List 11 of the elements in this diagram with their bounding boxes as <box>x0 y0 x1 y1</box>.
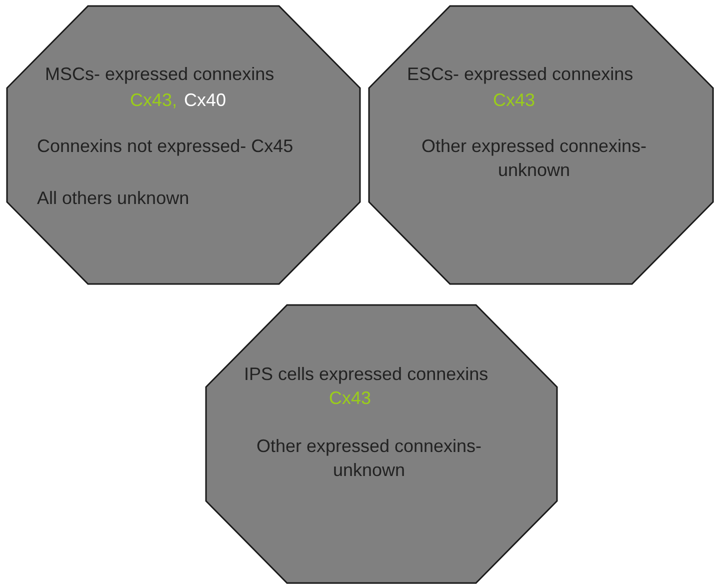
heading-text: IPS cells expressed connexins <box>244 363 488 386</box>
body-text: All others unknown <box>37 187 190 210</box>
body-text: Other expressed connexins- unknown <box>420 135 648 182</box>
body-text: Cx43 <box>329 387 372 410</box>
heading-text: MSCs- expressed connexins <box>45 63 274 86</box>
body-text: Cx43 <box>493 89 536 112</box>
body-text: Cx40 <box>184 89 226 112</box>
body-text: Connexins not expressed- Cx45 <box>37 135 294 158</box>
heading-text: ESCs- expressed connexins <box>407 63 634 86</box>
body-text: Other expressed connexins- unknown <box>255 435 483 482</box>
body-text: Cx43, <box>130 89 178 112</box>
